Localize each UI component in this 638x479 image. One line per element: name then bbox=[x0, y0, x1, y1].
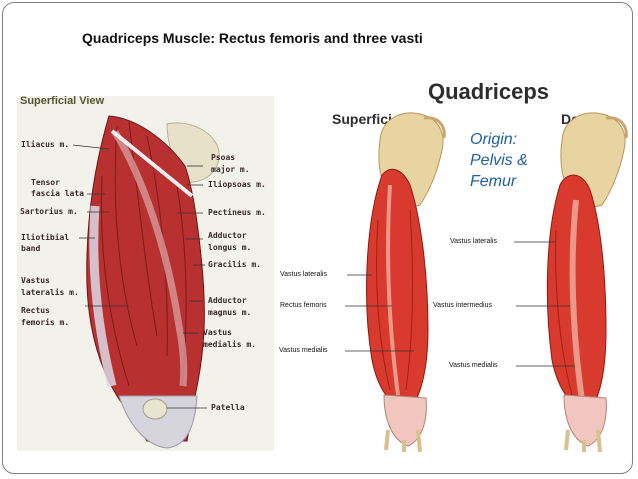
label-gracilis: Gracilis m. bbox=[208, 260, 261, 269]
quadriceps-heading: Quadriceps bbox=[428, 79, 550, 104]
label-sartorius: Sartorius m. bbox=[20, 207, 78, 216]
label-superficial-vastus-medialis: Vastus medialis bbox=[279, 347, 328, 354]
label-adductor-longus-line1: Adductor bbox=[208, 231, 247, 240]
superficial-view-heading: Superficial View bbox=[20, 96, 105, 107]
label-psoas-line1: Psoas bbox=[211, 153, 236, 162]
slide-border bbox=[2, 2, 633, 474]
deep-quadriceps bbox=[546, 174, 607, 413]
thigh-muscle-drawing bbox=[72, 115, 220, 449]
label-adductor-magnus-line1: Adductor bbox=[208, 296, 247, 305]
label-vastus-medialis-line1: Vastus bbox=[203, 328, 232, 337]
label-adductor-magnus-line2: magnus m. bbox=[208, 308, 252, 317]
label-tensor-line1: Tensor bbox=[31, 178, 60, 187]
label-vastus-medialis-line2: medialis m. bbox=[203, 340, 256, 349]
superficial-heading: Superficial bbox=[332, 111, 404, 127]
label-deep-vastus-intermedius: Vastus intermedius bbox=[433, 302, 493, 309]
label-vastus-lateralis-line1: Vastus bbox=[21, 276, 50, 285]
label-iliopsoas: Iliopsoas m. bbox=[208, 180, 266, 189]
label-rectus-femoris-line1: Rectus bbox=[21, 306, 50, 315]
label-superficial-rectus-femoris: Rectus femoris bbox=[280, 302, 327, 309]
origin-line-2: Pelvis & bbox=[470, 152, 528, 169]
label-deep-vastus-medialis: Vastus medialis bbox=[449, 362, 498, 369]
label-pectineus: Pectineus m. bbox=[208, 208, 266, 217]
label-iliotibial-line2: band bbox=[21, 244, 41, 253]
label-patella: Patella bbox=[211, 403, 245, 412]
label-deep-vastus-lateralis: Vastus lateralis bbox=[450, 238, 497, 245]
label-superficial-vastus-lateralis: Vastus lateralis bbox=[280, 271, 327, 278]
label-vastus-lateralis-line2: lateralis m. bbox=[21, 288, 79, 297]
origin-line-3: Femur bbox=[470, 173, 517, 190]
superficial-view-illustration: Superficial View bbox=[17, 96, 274, 451]
label-adductor-longus-line2: longus m. bbox=[208, 243, 252, 252]
label-iliacus: Iliacus m. bbox=[21, 140, 70, 149]
origin-line-1: Origin: bbox=[470, 131, 518, 148]
label-rectus-femoris-line2: femoris m. bbox=[21, 318, 70, 327]
label-psoas-line2: major m. bbox=[211, 165, 250, 174]
label-tensor-line2: fascia lata bbox=[31, 189, 84, 198]
label-iliotibial-line1: Iliotibial bbox=[21, 233, 70, 242]
slide-title: Quadriceps Muscle: Rectus femoris and th… bbox=[82, 30, 423, 46]
